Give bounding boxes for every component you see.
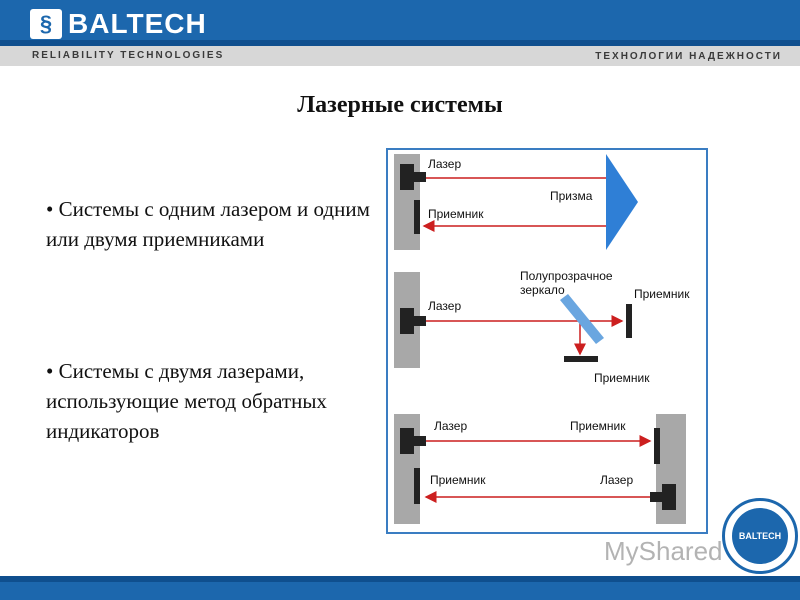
label-laser-right: Лазер — [600, 473, 633, 487]
panel-dual-laser: Лазер Приемник Приемник Лазер — [394, 414, 686, 524]
watermark: MyShared — [604, 536, 723, 566]
right-receiver-sensor — [654, 428, 660, 464]
bullet-item-2: • Системы с двумя лазерами, использующие… — [46, 359, 327, 443]
label-laser: Лазер — [428, 157, 461, 171]
header-bar: § BALTECH — [0, 0, 800, 46]
laser-systems-diagram: Лазер Приемник Призма Лазер Полупрозрачн… — [386, 148, 708, 534]
bullet-item-1: • Системы с одним лазером и одним или дв… — [46, 197, 370, 251]
footer-bar — [0, 576, 800, 600]
subheader-bar: RELIABILITY TECHNOLOGIES — [0, 46, 800, 66]
left-laser-nozzle — [414, 436, 426, 446]
diagram-svg: Лазер Приемник Призма Лазер Полупрозрачн… — [394, 154, 690, 524]
left-receiver-sensor — [414, 468, 420, 504]
receiver-right-sensor — [626, 304, 632, 338]
label-prism: Призма — [550, 189, 593, 203]
logo-mark-icon: § — [30, 9, 62, 39]
receiver-bottom-sensor — [564, 356, 598, 362]
label-receiver: Приемник — [428, 207, 484, 221]
label-receiver-bottom: Приемник — [594, 371, 650, 385]
label-laser-left: Лазер — [434, 419, 467, 433]
right-laser-emitter — [662, 484, 676, 510]
panel-single-laser-prism: Лазер Приемник Призма — [394, 154, 638, 250]
logo-text: BALTECH — [68, 8, 207, 39]
mirror-shape — [560, 294, 604, 344]
label-mirror-1: Полупрозрачное — [520, 269, 613, 283]
laser-nozzle — [414, 316, 426, 326]
laser-nozzle — [414, 172, 426, 182]
label-receiver-left: Приемник — [430, 473, 486, 487]
footer-stripe — [0, 576, 800, 582]
panel-semitransparent-mirror: Лазер Полупрозрачное зеркало Приемник Пр… — [394, 269, 690, 385]
slide-title: Лазерные системы — [297, 92, 503, 118]
receiver-sensor — [414, 200, 420, 234]
badge-inner: BALTECH — [732, 508, 788, 564]
right-laser-nozzle — [650, 492, 662, 502]
label-receiver-right: Приемник — [634, 287, 690, 301]
laser-emitter — [400, 164, 414, 190]
prism-shape — [606, 154, 638, 250]
laser-emitter — [400, 308, 414, 334]
header-stripe — [0, 40, 800, 46]
tagline-en: RELIABILITY TECHNOLOGIES — [32, 50, 225, 61]
baltech-logo: § BALTECH — [30, 8, 207, 40]
left-laser-emitter — [400, 428, 414, 454]
label-mirror-2: зеркало — [520, 283, 565, 297]
label-receiver-right: Приемник — [570, 419, 626, 433]
label-laser: Лазер — [428, 299, 461, 313]
baltech-badge: BALTECH — [722, 498, 798, 574]
tagline-ru: ТЕХНОЛОГИИ НАДЕЖНОСТИ — [595, 51, 782, 62]
